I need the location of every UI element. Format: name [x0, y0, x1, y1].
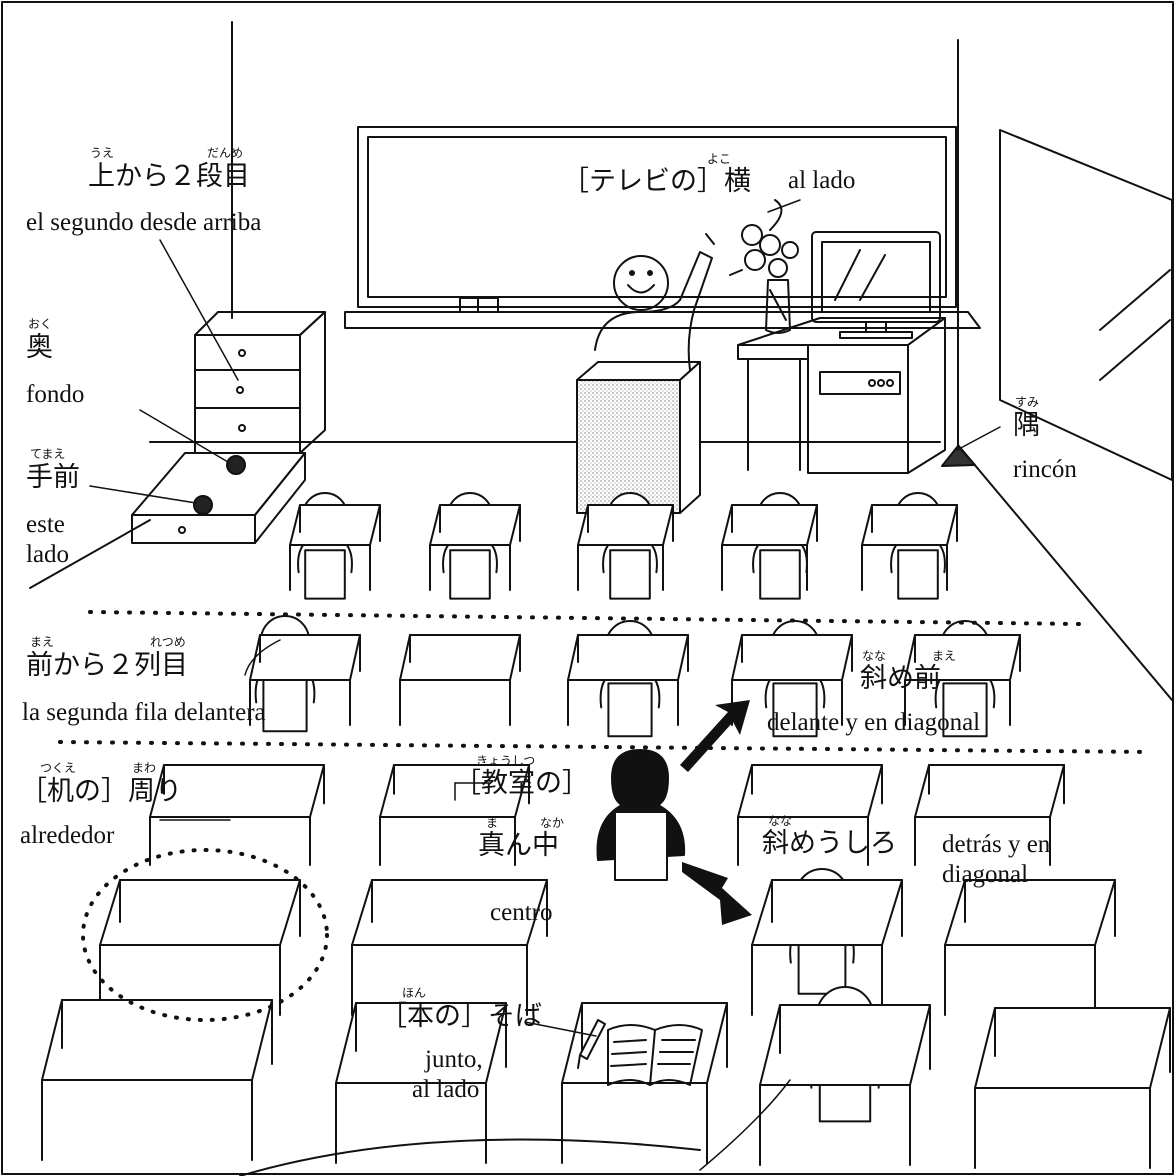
label-naname-ushiro-es-1: detrás y en — [942, 831, 1051, 858]
furigana-retsume: れつめ — [150, 635, 186, 649]
furigana-ma: ま — [486, 816, 499, 830]
desk-front-0 — [41, 999, 273, 1161]
furigana-danme: だんめ — [207, 146, 244, 160]
label-soba-es-1: junto, — [425, 1046, 483, 1073]
drawer-cabinet — [131, 311, 326, 544]
desk-row4-2 — [751, 879, 903, 1016]
row-separators — [58, 610, 1152, 754]
foreground-arc — [239, 1138, 701, 1176]
label-naname-mae-jp: 斜め前 — [860, 663, 941, 694]
label-yoko-jp: ［テレビの］横 — [562, 166, 751, 197]
furigana-kyoushitsu: きょうしつ — [476, 754, 536, 768]
label-oku-es: fondo — [26, 381, 85, 408]
window — [999, 129, 1173, 481]
desk-front-1 — [335, 1002, 507, 1164]
center-student — [596, 749, 686, 881]
desk-back-0 — [289, 504, 381, 591]
label-temae-es-1: este — [26, 511, 65, 538]
desk-back-3 — [721, 504, 818, 591]
furigana-naname-front: なな — [862, 649, 887, 663]
furigana-temae: てまえ — [30, 447, 66, 461]
label-second-row-jp: 前から２列目 — [26, 650, 188, 681]
label-naname-ushiro-jp: 斜めうしろ — [762, 828, 897, 859]
label-mannaka-es: centro — [490, 899, 553, 926]
desk-row2-3 — [731, 634, 853, 726]
label-mannaka-jp-1: ［教室の］ — [454, 768, 589, 799]
tv-stand — [737, 231, 946, 474]
desk-front-4 — [974, 1007, 1171, 1169]
desk-row2-1 — [399, 634, 521, 726]
desk-back-1 — [429, 504, 521, 591]
desk-front-3 — [759, 1004, 931, 1166]
label-mannaka-jp-2: 真ん中 — [478, 830, 559, 861]
surrounding-ellipse — [81, 848, 329, 1022]
label-second-row-es: la segunda fila delantera — [22, 699, 266, 726]
teacher — [594, 233, 715, 371]
desk-row3-3 — [914, 764, 1065, 866]
furigana-tsukue: つくえ — [40, 761, 77, 775]
open-book — [607, 1024, 703, 1086]
furigana-sumi: すみ — [1015, 395, 1040, 409]
furigana-naname-back: なな — [768, 814, 793, 828]
desk-row2-0 — [249, 634, 361, 726]
leader-lines — [89, 199, 1001, 1171]
flower-vase — [729, 199, 799, 334]
desk-row4-3 — [944, 879, 1116, 1016]
label-mawari-es: alrededor — [20, 822, 115, 849]
diagonal-arrows — [680, 700, 752, 925]
furigana-oku: おく — [28, 317, 53, 331]
label-temae-es-2: lado — [26, 541, 70, 568]
label-temae-jp: 手前 — [26, 462, 80, 493]
desk-back-4 — [861, 504, 958, 591]
desk-back-2 — [577, 504, 674, 591]
corner-mark — [941, 445, 976, 467]
furigana-ue: うえ — [90, 146, 115, 160]
furigana-yoko: よこ — [707, 152, 732, 166]
label-soba-es-2: al lado — [412, 1076, 480, 1103]
podium — [576, 361, 701, 514]
desk-row2-2 — [567, 634, 689, 726]
furigana-mae-row: まえ — [30, 635, 55, 649]
desk-row4-0 — [99, 879, 301, 1016]
pencil — [577, 1019, 606, 1069]
furigana-mawa: まわ — [132, 761, 157, 775]
label-upper-second-jp: 上から２段目 — [88, 161, 250, 192]
desk-row3-0 — [149, 764, 325, 866]
label-sumi-jp: 隅 — [1013, 410, 1040, 441]
furigana-mae-diag: まえ — [932, 649, 957, 663]
desk-row3-2 — [737, 764, 883, 866]
label-sumi-es: rincón — [1013, 456, 1077, 483]
label-naname-mae-es: delante y en diagonal — [767, 709, 981, 736]
label-mawari-jp: ［机の］周り — [20, 776, 182, 807]
furigana-naka: なか — [540, 816, 565, 830]
label-upper-second-es: el segundo desde arriba — [26, 209, 262, 236]
desk-row4-1 — [351, 879, 548, 1016]
label-oku-jp: 奥 — [26, 332, 53, 363]
label-yoko-es: al lado — [788, 167, 856, 194]
furigana-hon: ほん — [402, 986, 427, 1000]
label-soba-jp: ［本の］そば — [380, 1001, 542, 1032]
chalkboard — [344, 126, 981, 329]
desk-row2-4 — [904, 634, 1021, 726]
label-naname-ushiro-es-2: diagonal — [942, 861, 1029, 888]
